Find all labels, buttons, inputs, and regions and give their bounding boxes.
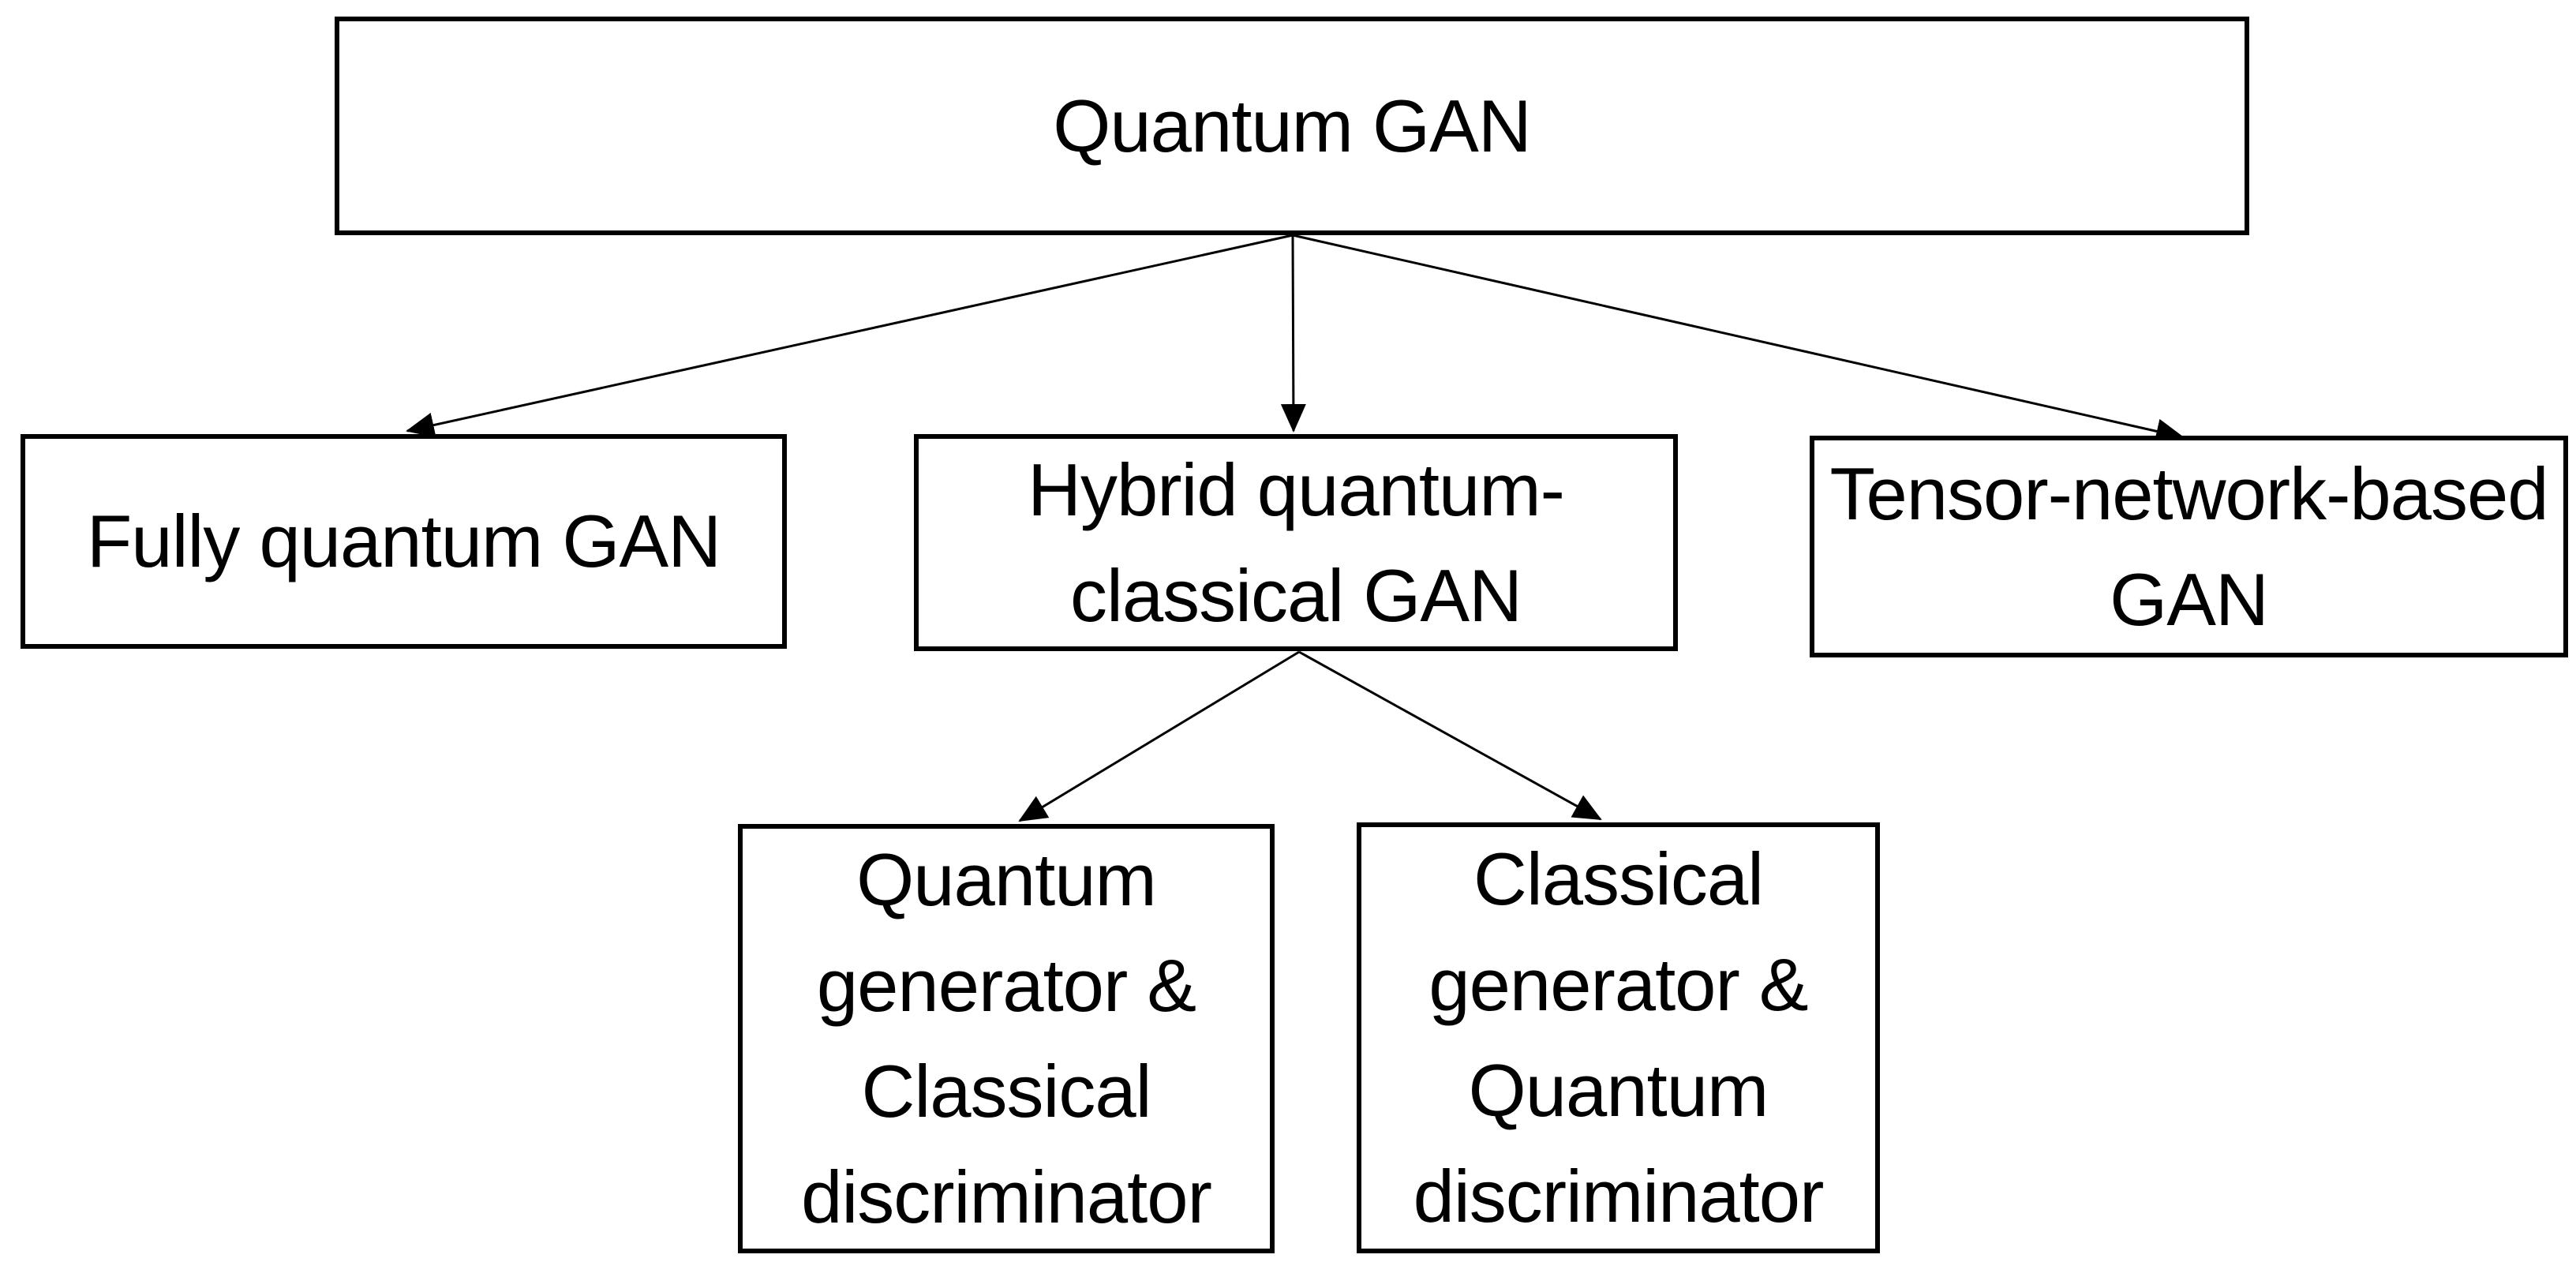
node-tensor-network-based-gan: Tensor-network-based GAN [1810, 436, 2568, 657]
arrow-hybrid-to-classical-gen [1298, 650, 1602, 821]
node-classical-generator-quantum-discriminator-label: Classical generator & Quantum discrimina… [1413, 837, 1825, 1238]
node-quantum-gan-label: Quantum GAN [1053, 84, 1531, 167]
arrow-hybrid-to-quantum-gen [1018, 650, 1300, 822]
node-quantum-gan: Quantum GAN [335, 17, 2249, 235]
arrow-root-to-hybrid [1280, 234, 1306, 433]
node-fully-quantum-gan-label: Fully quantum GAN [86, 500, 721, 582]
node-quantum-generator-classical-discriminator-label: Quantum generator & Classical discrimina… [801, 838, 1212, 1238]
node-hybrid-quantum-classical-gan: Hybrid quantum- classical GAN [914, 434, 1678, 651]
node-quantum-generator-classical-discriminator: Quantum generator & Classical discrimina… [738, 824, 1275, 1253]
node-classical-generator-quantum-discriminator: Classical generator & Quantum discrimina… [1357, 822, 1880, 1253]
node-tensor-network-based-gan-label: Tensor-network-based GAN [1829, 451, 2549, 641]
node-fully-quantum-gan: Fully quantum GAN [21, 434, 787, 649]
arrow-root-to-fully-quantum [406, 234, 1294, 438]
node-hybrid-quantum-classical-gan-label: Hybrid quantum- classical GAN [1028, 448, 1565, 637]
arrow-root-to-tensor-network [1292, 234, 2185, 444]
